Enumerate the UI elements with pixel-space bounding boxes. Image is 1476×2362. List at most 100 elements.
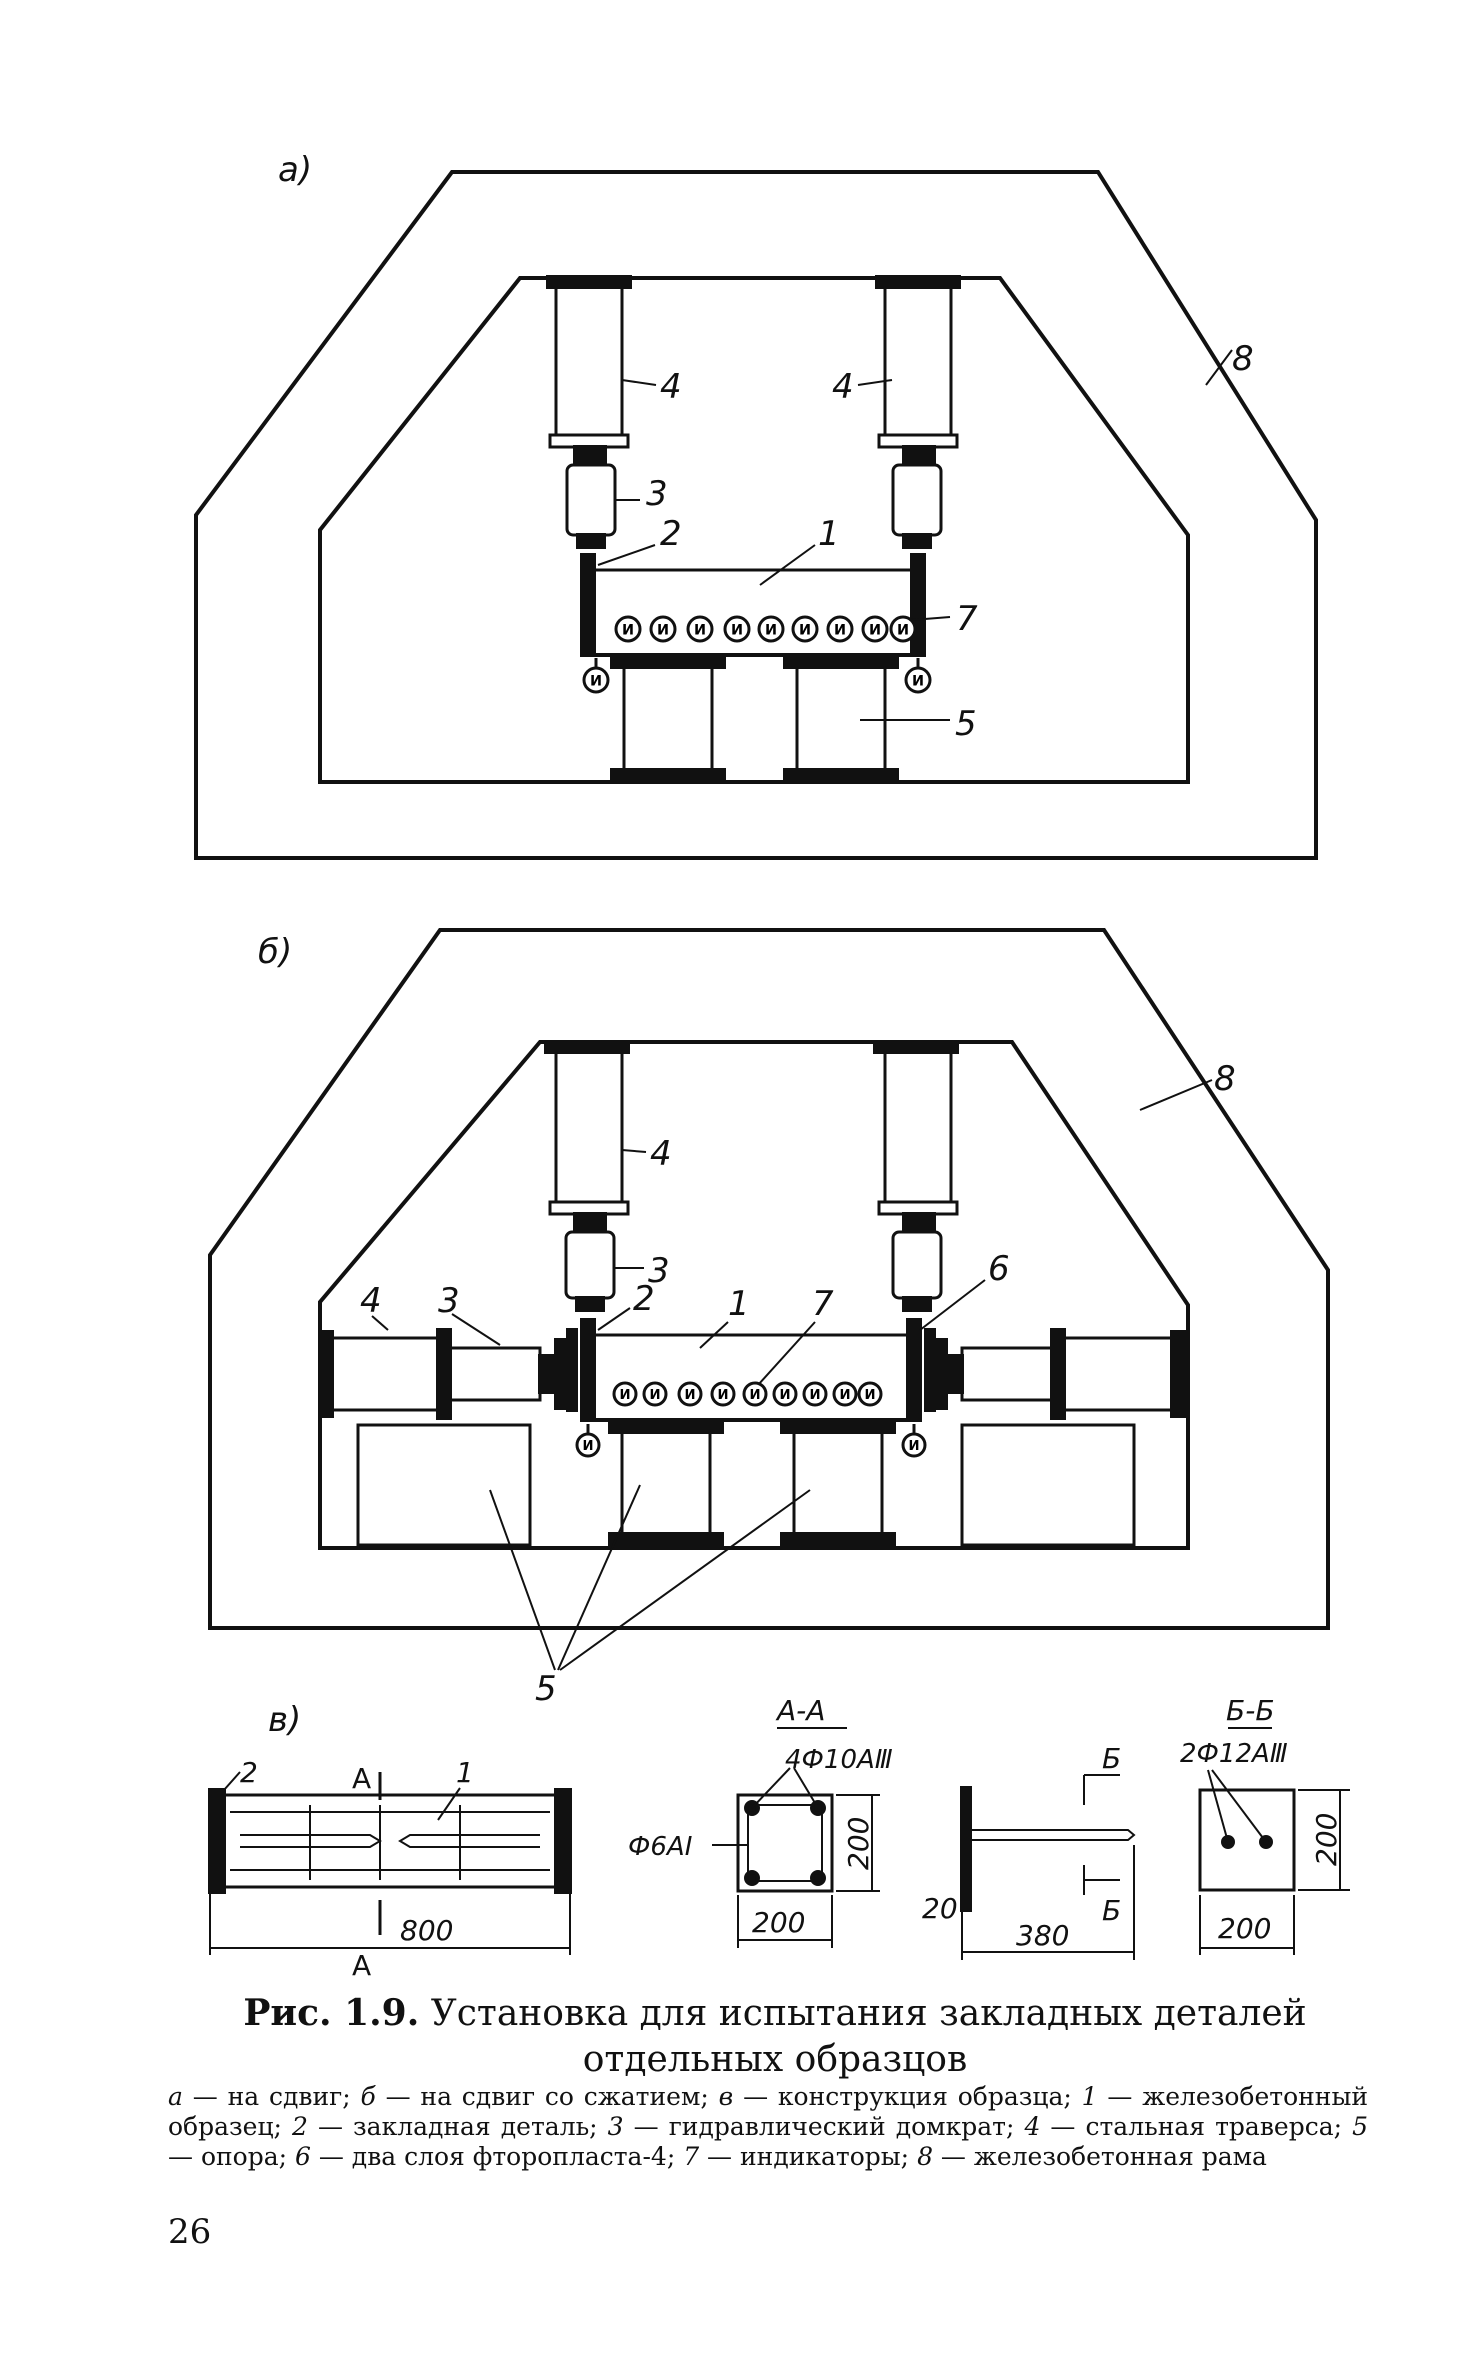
indicator-gauge: И	[857, 1381, 883, 1407]
legend-key: 3	[607, 2112, 624, 2141]
panel-b-hjack-right	[1062, 1336, 1174, 1412]
indicator-gauge-letter: И	[839, 1388, 850, 1403]
b-label-4-side: 4	[360, 1281, 382, 1321]
indicator-gauge-letter: И	[622, 622, 634, 638]
legend-key: 1	[1081, 2082, 1098, 2111]
indicator-gauge-letter: И	[731, 622, 743, 638]
indicator-gauge-letter: И	[749, 1388, 760, 1403]
legend-text: — железобетонный образец;	[168, 2082, 1369, 2141]
c-label-2: 2	[240, 1756, 258, 1789]
c-label-a-bottom: А	[352, 1949, 371, 1980]
panel-b-hjack-left	[328, 1336, 440, 1412]
legend-key: а	[168, 2082, 183, 2111]
b-label-8: 8	[1214, 1059, 1236, 1099]
panel-b-jack-right	[883, 1050, 953, 1204]
plate-side-view	[960, 1786, 972, 1912]
b-label-1: 1	[728, 1284, 750, 1324]
panel-b-hjack3-left	[448, 1346, 542, 1402]
indicator-gauge-letter: И	[717, 1388, 728, 1403]
section-aa-w: 200	[752, 1906, 805, 1939]
a-label-7: 7	[956, 599, 978, 639]
figure-title: Установка для испытания закладных детале…	[430, 1993, 1307, 2080]
indicator-gauge-letter: И	[765, 622, 777, 638]
a-label-2: 2	[660, 514, 682, 554]
indicator-gauge: И	[710, 1381, 736, 1407]
legend-key: б	[360, 2082, 376, 2111]
c-dim-800: 800	[400, 1914, 453, 1947]
b-label-6: 6	[988, 1249, 1010, 1289]
panel-a-letter: а)	[278, 150, 313, 190]
indicator-gauge-letter: И	[590, 673, 602, 689]
legend-text: — два слоя фторопласта-4;	[310, 2142, 684, 2171]
indicator-gauge: И	[889, 615, 917, 643]
panel-a-plate-right	[910, 553, 926, 657]
legend-text: — гидравлический домкрат;	[623, 2112, 1025, 2141]
panel-b-plate-left	[580, 1318, 596, 1422]
legend-text: — стальная траверса;	[1040, 2112, 1353, 2141]
figure-legend: а — на сдвиг; б — на сдвиг со сжатием; в…	[168, 2082, 1368, 2172]
indicator-gauge-letter: И	[657, 622, 669, 638]
indicator-gauge-letter: И	[619, 1388, 630, 1403]
panel-a-support-left	[622, 665, 714, 774]
panel-b-support-right	[792, 1430, 884, 1536]
legend-key: 4	[1024, 2112, 1041, 2141]
b-label-7: 7	[812, 1284, 834, 1324]
legend-key: в	[718, 2082, 734, 2111]
indicator-gauge: И	[861, 615, 889, 643]
indicator-gauge: И	[614, 615, 642, 643]
indicator-gauge-letter: И	[834, 622, 846, 638]
plate-len: 380	[1016, 1919, 1069, 1952]
legend-text: — конструкция образца;	[733, 2082, 1082, 2111]
indicator-gauge-letter: И	[694, 622, 706, 638]
indicator-gauge-letter: И	[908, 1439, 919, 1454]
indicator-gauge-letter: И	[809, 1388, 820, 1403]
panel-b-jack-left	[554, 1050, 624, 1204]
indicator-gauge: И	[772, 1381, 798, 1407]
a-label-3: 3	[646, 474, 668, 514]
legend-text: — опора;	[168, 2142, 295, 2171]
a-label-1: 1	[818, 514, 840, 554]
b-label-4-top: 4	[650, 1134, 672, 1174]
indicator-gauge-letter: И	[684, 1388, 695, 1403]
b-label-3-side: 3	[438, 1281, 460, 1321]
plate-t: 20	[922, 1892, 958, 1925]
panel-b-specimen	[592, 1333, 910, 1422]
indicator-gauge: И	[904, 658, 932, 694]
b-label-5: 5	[535, 1669, 557, 1709]
panel-b-support-left	[620, 1430, 712, 1536]
b-label-3-top: 3	[648, 1251, 670, 1291]
legend-key: 2	[292, 2112, 308, 2141]
indicator-gauge: И	[582, 658, 610, 694]
panel-b-hjack3-right	[960, 1346, 1054, 1402]
panel-b-block-left	[356, 1423, 532, 1547]
indicator-gauge-letter: И	[649, 1388, 660, 1403]
panel-a-jack3-right	[891, 463, 943, 537]
panel-b-jack3-right	[891, 1230, 943, 1300]
indicator-gauge: И	[826, 615, 854, 643]
section-bb-rebar: 2Ф12АⅢ	[1180, 1739, 1288, 1769]
indicator-gauge: И	[901, 1424, 927, 1458]
panel-b-letter: б)	[258, 932, 293, 972]
indicator-gauge-letter: И	[799, 622, 811, 638]
indicator-gauge-letter: И	[864, 1388, 875, 1403]
section-aa-h: 200	[842, 1817, 875, 1870]
indicator-gauge-letter: И	[582, 1439, 593, 1454]
specimen-side-view	[218, 1793, 562, 1889]
a-label-4-left: 4	[660, 367, 682, 407]
legend-key: 5	[1352, 2112, 1369, 2141]
section-bb-title: Б-Б	[1226, 1694, 1275, 1727]
a-label-4-right: 4	[832, 367, 854, 407]
indicator-gauge: И	[677, 1381, 703, 1407]
indicator-gauge: И	[642, 1381, 668, 1407]
section-aa-title: А-А	[775, 1694, 825, 1727]
panel-b-jack3-left	[564, 1230, 616, 1300]
panel-a-frame-inner	[318, 276, 1190, 784]
indicator-gauge: И	[742, 1381, 768, 1407]
indicator-gauge: И	[686, 615, 714, 643]
indicator-gauge-letter: И	[779, 1388, 790, 1403]
plate-mark-bottom: Б	[1102, 1894, 1121, 1927]
section-aa-rebar: 4Ф10АⅢ	[785, 1745, 893, 1775]
legend-text: — железобетонная рама	[932, 2142, 1267, 2171]
